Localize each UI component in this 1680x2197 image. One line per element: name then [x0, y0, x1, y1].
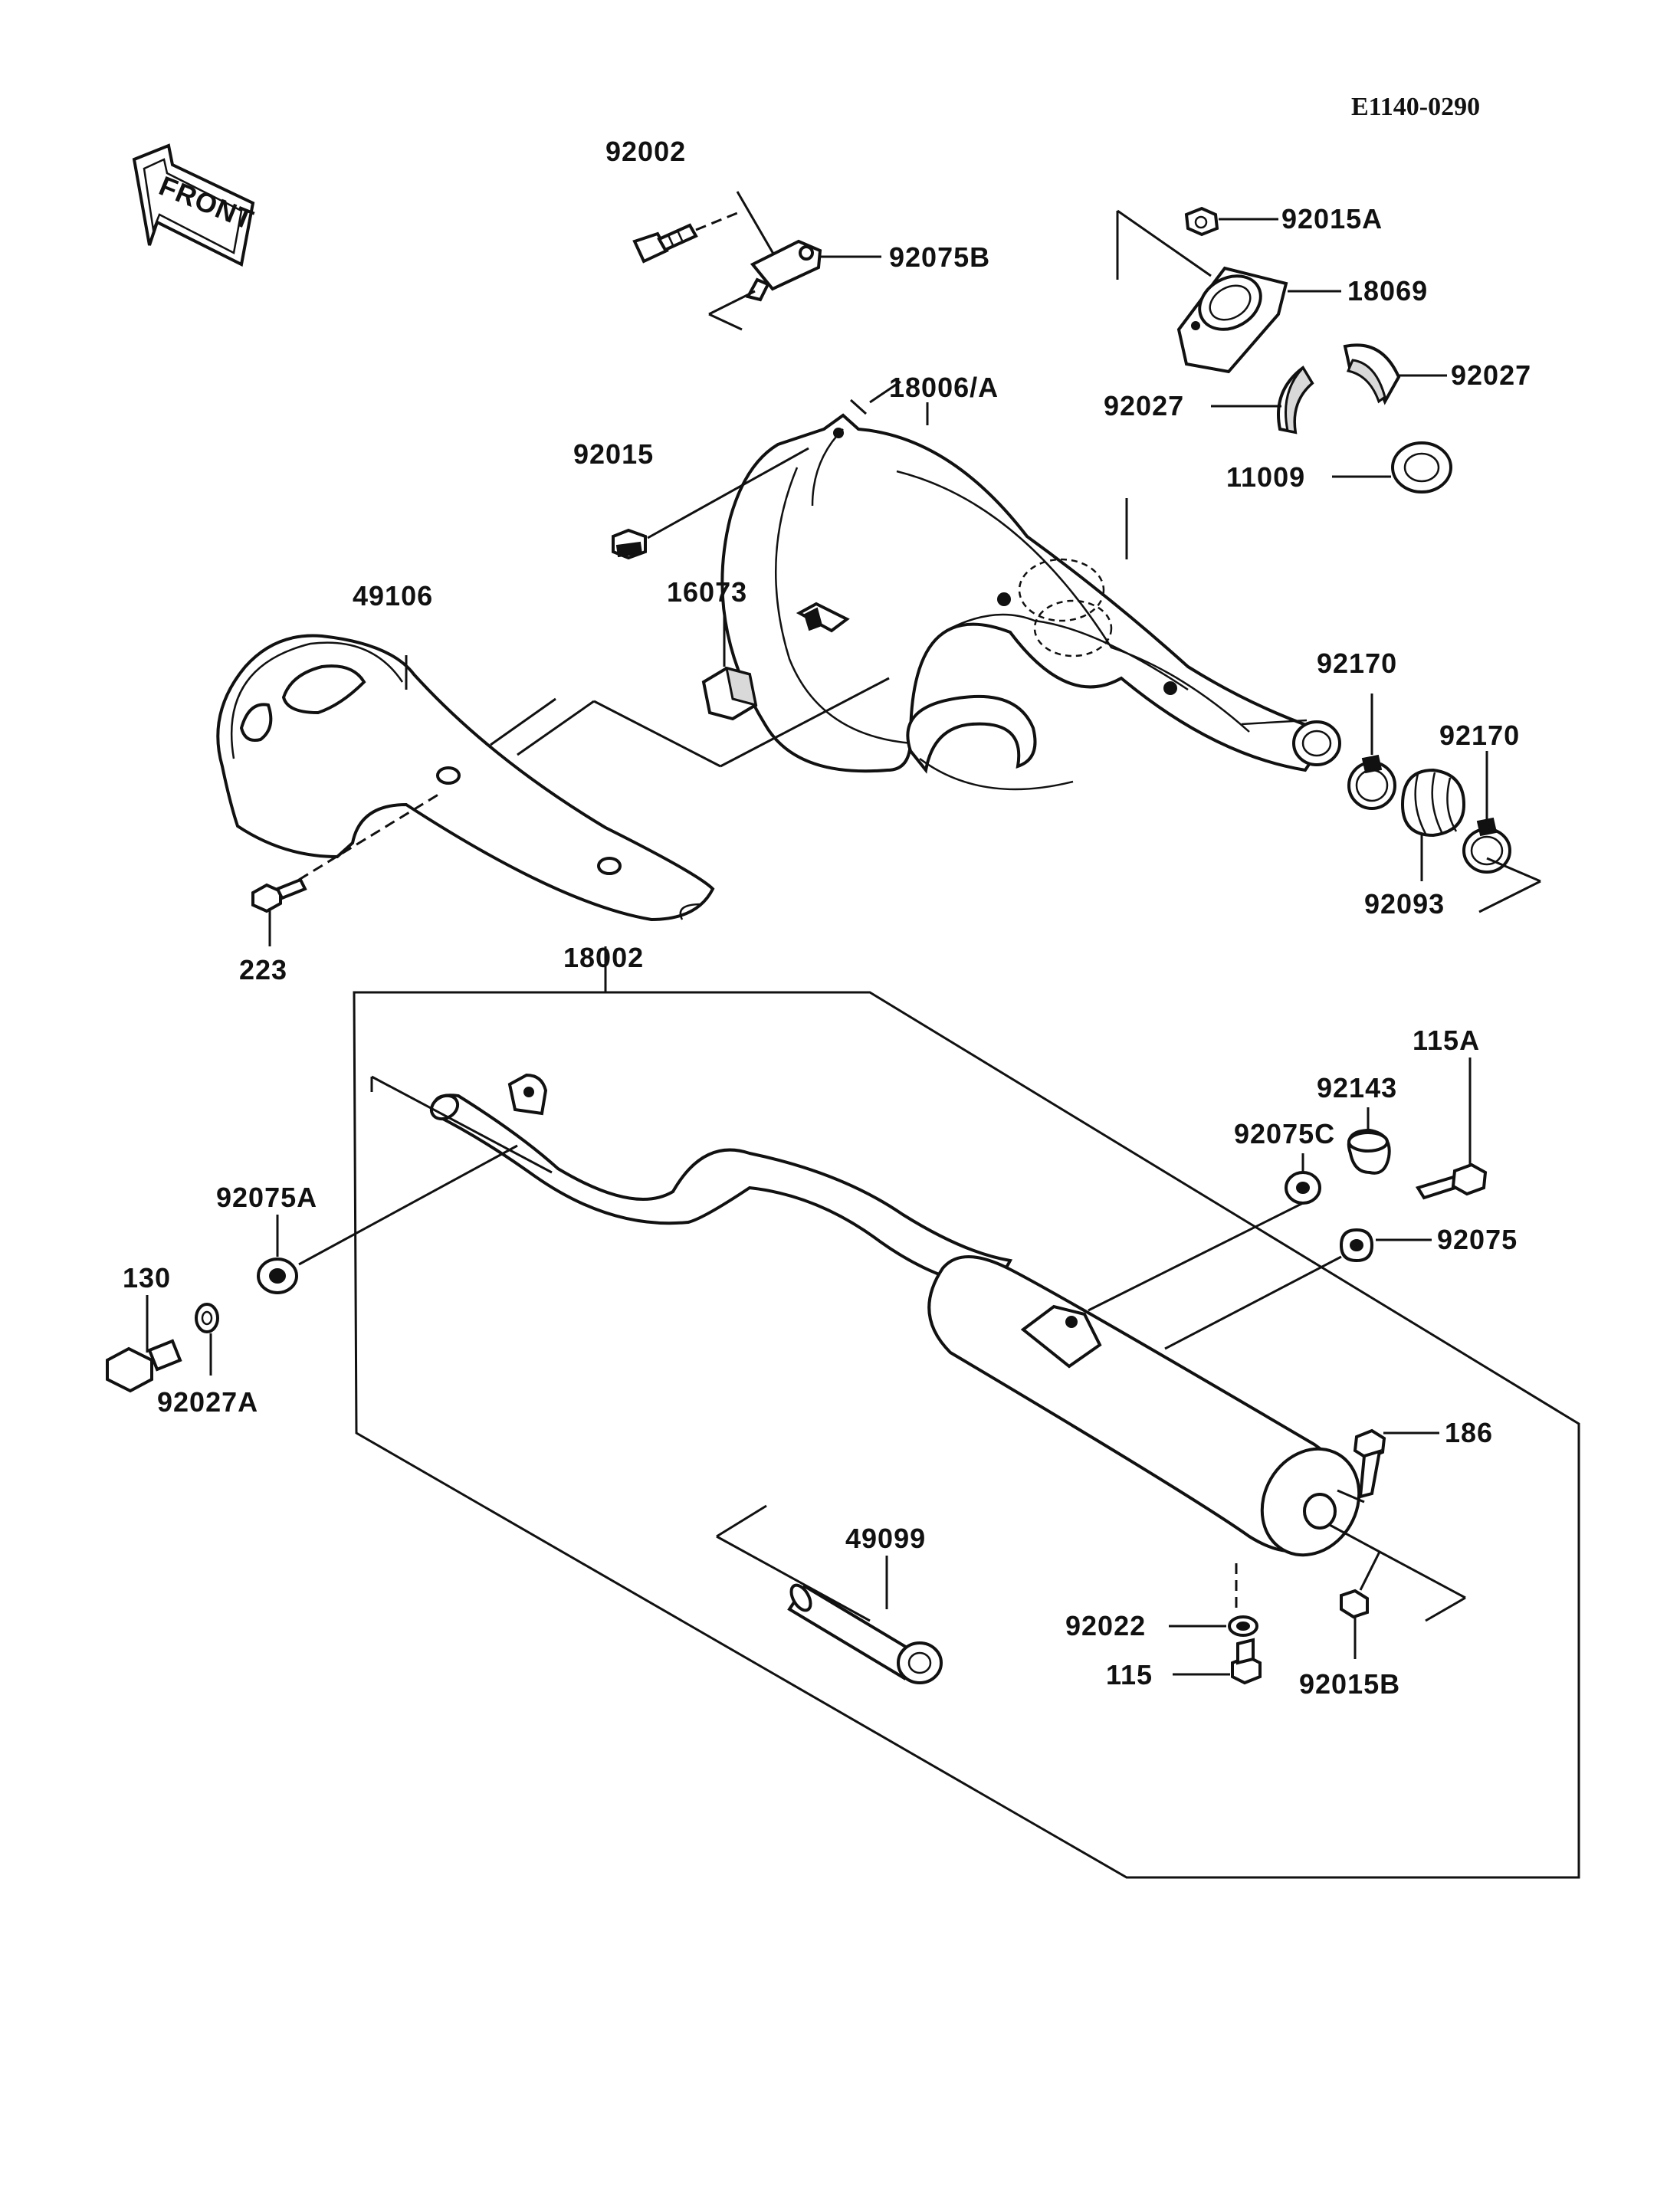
- label-49106: 49106: [353, 580, 433, 612]
- label-18006A: 18006/A: [889, 372, 999, 403]
- front-arrow-icon: FRONT: [132, 143, 258, 267]
- label-92075A: 92075A: [216, 1182, 317, 1213]
- label-18002: 18002: [563, 942, 644, 973]
- washer-92027A: [195, 1303, 219, 1333]
- nut-92015B: [1340, 1589, 1369, 1619]
- label-130: 130: [123, 1262, 171, 1294]
- label-92027-left: 92027: [1104, 390, 1184, 421]
- label-92015B: 92015B: [1299, 1668, 1400, 1700]
- heat-guard-49106: [216, 634, 715, 922]
- label-49099: 49099: [845, 1523, 926, 1554]
- label-16073: 16073: [667, 576, 747, 608]
- bolt-186: [1353, 1428, 1386, 1499]
- washer-92022: [1228, 1615, 1258, 1637]
- ring-11009: [1391, 441, 1452, 494]
- bolt-130: [106, 1339, 182, 1393]
- label-92022: 92022: [1065, 1610, 1146, 1641]
- diagram-code: E1140-0290: [1351, 93, 1480, 121]
- flange-18069: [1176, 266, 1288, 374]
- tailpipe-insert-49099: [787, 1583, 943, 1684]
- label-92002: 92002: [605, 136, 686, 167]
- clamp-92170-b: [1462, 817, 1511, 874]
- sleeve-92093: [1400, 768, 1466, 838]
- clamp-92075B: [746, 239, 822, 302]
- label-92075: 92075: [1437, 1224, 1518, 1255]
- label-92170-b: 92170: [1439, 720, 1520, 751]
- label-92015A: 92015A: [1281, 203, 1383, 234]
- grommet-92075C: [1285, 1171, 1321, 1205]
- collet-92027-left: [1277, 366, 1314, 434]
- label-115: 115: [1106, 1659, 1153, 1690]
- nut-92015A: [1184, 206, 1219, 237]
- collar-92143: [1347, 1128, 1391, 1175]
- label-18069: 18069: [1347, 275, 1428, 307]
- collet-92027-right: [1343, 343, 1401, 405]
- label-92027-right: 92027: [1451, 359, 1531, 391]
- label-11009: 11009: [1226, 461, 1305, 493]
- label-115A: 115A: [1413, 1025, 1480, 1056]
- bolt-92002: [632, 223, 698, 264]
- label-92143: 92143: [1317, 1072, 1397, 1103]
- screw-223: [251, 877, 307, 913]
- bolt-115A: [1415, 1162, 1488, 1200]
- label-92093: 92093: [1364, 888, 1445, 920]
- damper-16073: [701, 666, 758, 721]
- nut-92015: [612, 528, 647, 560]
- grommet-92075A: [257, 1258, 298, 1294]
- label-92027A: 92027A: [157, 1386, 258, 1418]
- label-92075B: 92075B: [889, 241, 990, 273]
- grommet-92075: [1339, 1228, 1374, 1263]
- clamp-92170-a: [1347, 754, 1396, 810]
- label-223: 223: [239, 954, 287, 985]
- label-92170-a: 92170: [1317, 648, 1397, 679]
- bolt-115: [1231, 1638, 1262, 1685]
- muffler-18002: [429, 1073, 1361, 1557]
- label-92015: 92015: [573, 438, 654, 470]
- label-186: 186: [1445, 1417, 1493, 1448]
- label-92075C: 92075C: [1234, 1118, 1335, 1149]
